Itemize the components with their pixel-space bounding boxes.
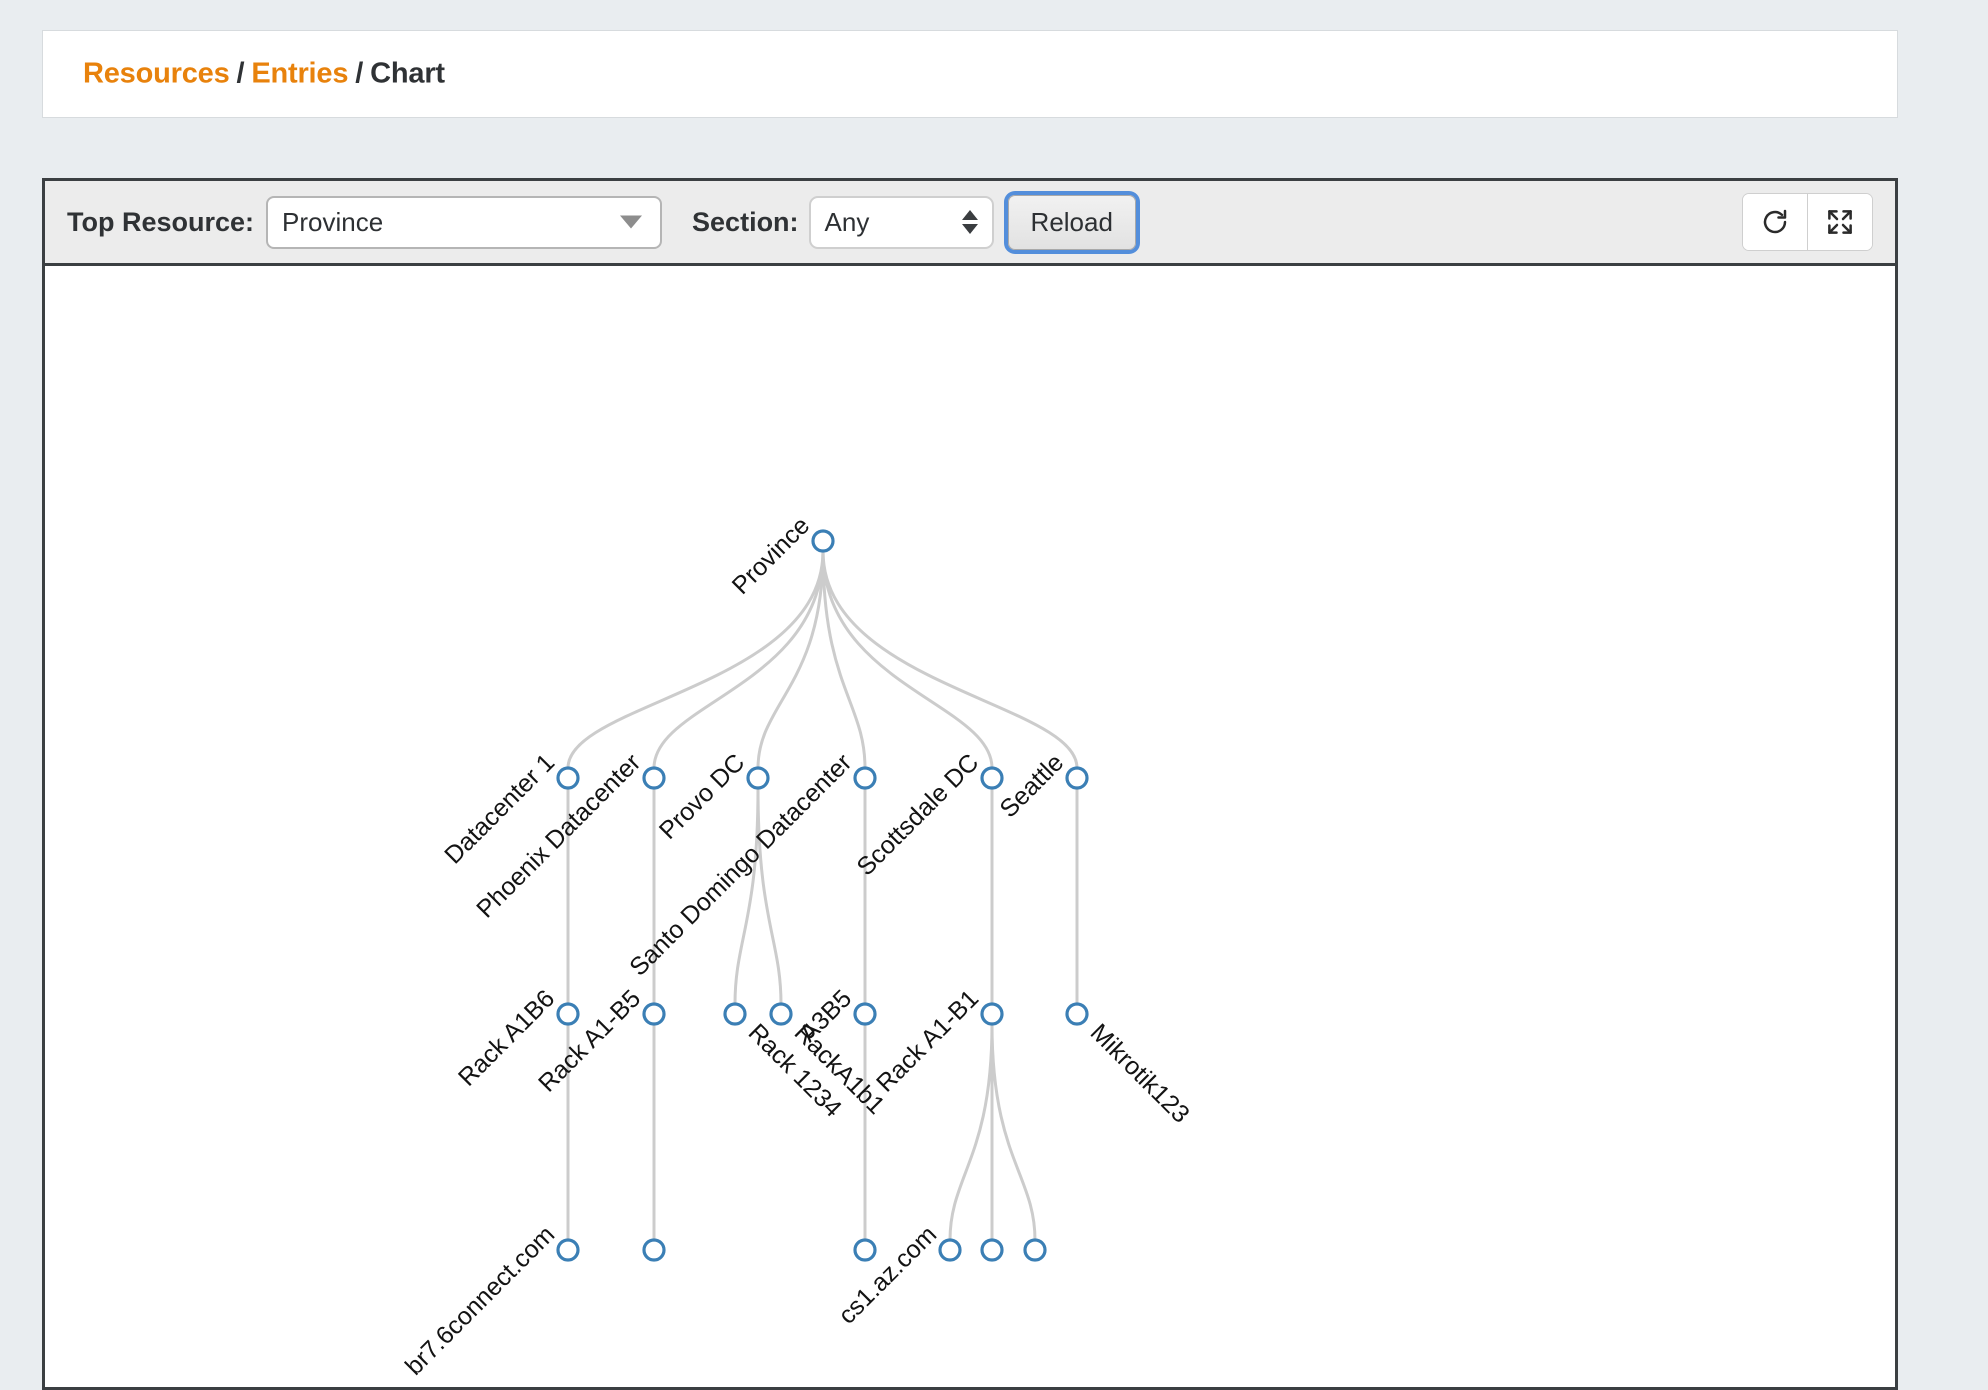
tree-node-circle[interactable] xyxy=(938,1238,962,1262)
tree-node-circle[interactable] xyxy=(853,1002,877,1026)
tree-link xyxy=(756,787,783,1005)
tree-node-circle[interactable] xyxy=(1023,1238,1047,1262)
tree-node[interactable] xyxy=(642,1238,666,1262)
tree-node[interactable]: Scottsdale DC xyxy=(851,748,1004,881)
tree-link xyxy=(652,550,825,769)
tree-node-circle[interactable] xyxy=(1065,766,1089,790)
breadcrumb-item-entries[interactable]: Entries xyxy=(251,57,349,90)
breadcrumb-item-resources[interactable]: Resources xyxy=(83,57,230,90)
tree-node-label: cs1.az.com xyxy=(833,1220,942,1329)
chevron-down-icon xyxy=(620,215,643,229)
tree-node[interactable]: br7.6connect.com xyxy=(400,1220,580,1381)
top-resource-value: Province xyxy=(282,206,384,237)
tree-node-circle[interactable] xyxy=(642,766,666,790)
breadcrumb-item-chart: Chart xyxy=(370,57,445,90)
tree-node-label: Provo DC xyxy=(654,748,750,844)
tree-node-circle[interactable] xyxy=(642,1002,666,1026)
tree-node-circle[interactable] xyxy=(853,766,877,790)
tree-node-circle[interactable] xyxy=(980,1002,1004,1026)
breadcrumb-separator: / xyxy=(355,57,364,90)
fullscreen-button[interactable] xyxy=(1807,194,1872,250)
tree-node-label: br7.6connect.com xyxy=(400,1220,560,1380)
tree-node[interactable] xyxy=(980,1238,1004,1262)
section-value: Any xyxy=(824,206,870,237)
chart-panel: Top Resource: Province Section: Any Relo… xyxy=(42,178,1898,1390)
tree-node-circle[interactable] xyxy=(746,766,770,790)
refresh-button[interactable] xyxy=(1743,194,1807,250)
refresh-icon xyxy=(1763,209,1787,234)
section-select[interactable]: Any xyxy=(808,195,994,249)
chart-toolbar: Top Resource: Province Section: Any Relo… xyxy=(45,181,1895,266)
tree-link xyxy=(566,550,825,769)
tree-node[interactable]: A3B5 xyxy=(794,984,877,1047)
reload-button[interactable]: Reload xyxy=(1007,194,1136,250)
top-resource-label: Top Resource: xyxy=(67,206,255,237)
breadcrumb: Resources/Entries/Chart xyxy=(83,58,445,91)
tree-node-label: Province xyxy=(727,511,816,600)
tree-node-circle[interactable] xyxy=(1065,1002,1089,1026)
tree-node[interactable]: Rack A1-B1 xyxy=(871,984,1004,1098)
tree-node-circle[interactable] xyxy=(980,1238,1004,1262)
tree-node[interactable] xyxy=(853,1238,877,1262)
breadcrumb-card: Resources/Entries/Chart xyxy=(42,30,1898,118)
tree-node-circle[interactable] xyxy=(556,1238,580,1262)
tree-link xyxy=(756,550,825,769)
tree-node-circle[interactable] xyxy=(811,529,835,553)
chart-actions xyxy=(1742,193,1873,251)
tree-node[interactable]: Mikrotik123 xyxy=(1065,1002,1195,1129)
tree-node-circle[interactable] xyxy=(769,1002,793,1026)
fullscreen-icon xyxy=(1828,210,1852,234)
stepper-icon xyxy=(961,210,978,234)
tree-node-circle[interactable] xyxy=(980,766,1004,790)
top-resource-select[interactable]: Province xyxy=(266,195,663,249)
tree-link xyxy=(733,787,760,1005)
tree-node-circle[interactable] xyxy=(723,1002,747,1026)
tree-link xyxy=(821,550,994,769)
tree-link xyxy=(821,550,1079,769)
tree-node-label: Rack A1-B1 xyxy=(871,984,984,1097)
tree-node-circle[interactable] xyxy=(853,1238,877,1262)
tree-node[interactable]: Provo DC xyxy=(654,748,770,845)
tree-links xyxy=(566,550,1079,1241)
tree-node-circle[interactable] xyxy=(556,1002,580,1026)
tree-node-circle[interactable] xyxy=(642,1238,666,1262)
tree-node-label: Mikrotik123 xyxy=(1085,1018,1195,1128)
tree-node-circle[interactable] xyxy=(556,766,580,790)
tree-node[interactable]: Seattle xyxy=(994,748,1089,823)
tree-link xyxy=(990,1023,1037,1241)
tree-node[interactable]: cs1.az.com xyxy=(833,1220,962,1330)
tree-node[interactable] xyxy=(1023,1238,1047,1262)
breadcrumb-separator: / xyxy=(236,57,245,90)
tree-node-label: Seattle xyxy=(994,748,1069,823)
section-label: Section: xyxy=(692,206,799,237)
tree-link xyxy=(821,550,867,769)
tree-link xyxy=(948,1023,994,1241)
